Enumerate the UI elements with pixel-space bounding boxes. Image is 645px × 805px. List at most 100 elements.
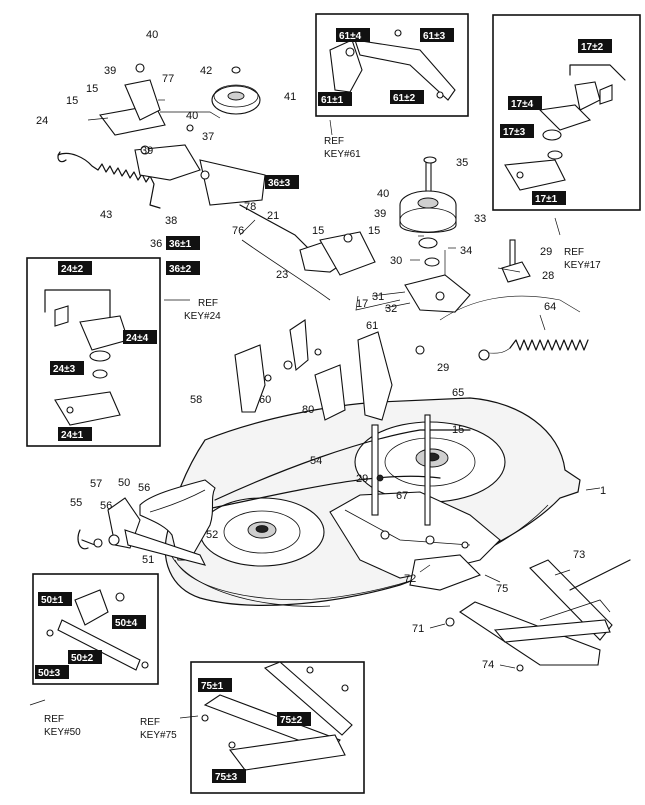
svg-text:36±1: 36±1 bbox=[169, 239, 192, 250]
svg-text:24±3: 24±3 bbox=[53, 364, 76, 375]
callout-tag: 50±3 bbox=[35, 665, 69, 679]
part-number: 77 bbox=[162, 73, 174, 85]
part-number: 39 bbox=[141, 145, 153, 157]
part-number: 21 bbox=[267, 210, 279, 222]
part-number: 37 bbox=[202, 131, 214, 143]
callout-tag: 61±4 bbox=[336, 28, 370, 42]
part-number: 40 bbox=[377, 188, 389, 200]
part-number: 50 bbox=[118, 477, 130, 489]
part-number: 1 bbox=[600, 485, 606, 497]
callout-tags: 61±4 61±3 61±1 61±2 17±2 17±4 17±3 17±1 … bbox=[35, 28, 612, 783]
ref-word-75: REF bbox=[140, 717, 160, 728]
part-number: 36 bbox=[150, 238, 162, 250]
callout-tag: 17±4 bbox=[508, 96, 542, 110]
svg-text:24±4: 24±4 bbox=[126, 333, 149, 344]
callout-tag: 17±1 bbox=[532, 191, 566, 205]
callout-tag: 50±2 bbox=[68, 650, 102, 664]
svg-text:50±1: 50±1 bbox=[41, 595, 64, 606]
part-number: 65 bbox=[452, 387, 464, 399]
callout-tag: 61±2 bbox=[390, 90, 424, 104]
svg-text:75±2: 75±2 bbox=[280, 715, 303, 726]
svg-text:36±2: 36±2 bbox=[169, 264, 192, 275]
part-number: 24 bbox=[36, 115, 48, 127]
part-number: 42 bbox=[200, 65, 212, 77]
pulley-41 bbox=[211, 66, 261, 115]
callout-tag: 36±1 bbox=[166, 236, 200, 250]
detail-box-24 bbox=[26, 257, 161, 447]
part-number: 52 bbox=[206, 529, 218, 541]
callout-tag: 61±3 bbox=[420, 28, 454, 42]
callout-tag: 17±2 bbox=[578, 39, 612, 53]
part-number: 15 bbox=[312, 225, 324, 237]
part-number: 29 bbox=[356, 473, 368, 485]
part-number: 15 bbox=[66, 95, 78, 107]
part-number: 56 bbox=[100, 500, 112, 512]
part-number: 40 bbox=[146, 29, 158, 41]
part-number: 31 bbox=[372, 291, 384, 303]
svg-text:61±2: 61±2 bbox=[393, 93, 416, 104]
svg-text:61±1: 61±1 bbox=[321, 95, 344, 106]
part-number: 76 bbox=[232, 225, 244, 237]
part-number: 41 bbox=[284, 91, 296, 103]
part-number: 32 bbox=[385, 303, 397, 315]
idler-bracket-assembly bbox=[329, 414, 501, 591]
svg-text:17±4: 17±4 bbox=[511, 99, 534, 110]
part-number: 28 bbox=[542, 270, 554, 282]
part-number: 71 bbox=[412, 623, 424, 635]
rear-hitch-assembly bbox=[445, 559, 631, 672]
part-number: 29 bbox=[437, 362, 449, 374]
callout-tag: 75±2 bbox=[277, 712, 311, 726]
part-number: 29 bbox=[540, 246, 552, 258]
callout-tag: 36±3 bbox=[265, 175, 299, 189]
part-number: 43 bbox=[100, 209, 112, 221]
side-brackets bbox=[234, 319, 425, 421]
ref-key-17: KEY#17 bbox=[564, 260, 601, 271]
callout-tag: 24±1 bbox=[58, 427, 92, 441]
part-number: 39 bbox=[374, 208, 386, 220]
part-number: 35 bbox=[456, 157, 468, 169]
svg-text:75±3: 75±3 bbox=[215, 772, 238, 783]
part-number-labels: 1 15 15 15 15 15 17 21 23 24 28 29 29 29… bbox=[36, 29, 606, 671]
part-number: 61 bbox=[366, 320, 378, 332]
lift-link-assembly bbox=[77, 497, 207, 566]
part-number: 17 bbox=[356, 298, 368, 310]
idler-spring bbox=[439, 295, 589, 361]
part-number: 64 bbox=[544, 301, 556, 313]
part-number: 30 bbox=[390, 255, 402, 267]
part-number: 56 bbox=[138, 482, 150, 494]
svg-text:61±3: 61±3 bbox=[423, 31, 446, 42]
part-number: 78 bbox=[244, 201, 256, 213]
svg-text:24±1: 24±1 bbox=[61, 430, 84, 441]
ref-word-61: REF bbox=[324, 136, 344, 147]
part-number: 58 bbox=[190, 394, 202, 406]
ref-key-75: KEY#75 bbox=[140, 730, 177, 741]
belt-guard-left bbox=[139, 479, 216, 561]
idler-pulley-assembly bbox=[399, 156, 471, 313]
part-number: 34 bbox=[460, 245, 472, 257]
callout-tag: 75±1 bbox=[198, 678, 232, 692]
svg-text:17±3: 17±3 bbox=[503, 127, 526, 138]
part-number: 38 bbox=[165, 215, 177, 227]
svg-text:50±4: 50±4 bbox=[115, 618, 138, 629]
svg-text:36±3: 36±3 bbox=[268, 178, 291, 189]
reference-labels: REF KEY#61 REF KEY#17 REF KEY#24 REF KEY… bbox=[44, 136, 601, 741]
callout-tag: 17±3 bbox=[500, 124, 534, 138]
part-number: 15 bbox=[452, 424, 464, 436]
ref-word-24: REF bbox=[198, 298, 218, 309]
svg-text:75±1: 75±1 bbox=[201, 681, 224, 692]
part-number: 15 bbox=[86, 83, 98, 95]
ref-key-61: KEY#61 bbox=[324, 149, 361, 160]
part-number: 40 bbox=[186, 110, 198, 122]
svg-text:50±2: 50±2 bbox=[71, 653, 94, 664]
svg-text:61±4: 61±4 bbox=[339, 31, 362, 42]
callout-tag: 61±1 bbox=[318, 92, 352, 106]
ref-key-50: KEY#50 bbox=[44, 727, 81, 738]
svg-text:17±1: 17±1 bbox=[535, 194, 558, 205]
part-number: 67 bbox=[396, 490, 408, 502]
part-number: 72 bbox=[404, 573, 416, 585]
part-number: 74 bbox=[482, 659, 494, 671]
part-number: 51 bbox=[142, 554, 154, 566]
part-number: 39 bbox=[104, 65, 116, 77]
svg-text:50±3: 50±3 bbox=[38, 668, 61, 679]
